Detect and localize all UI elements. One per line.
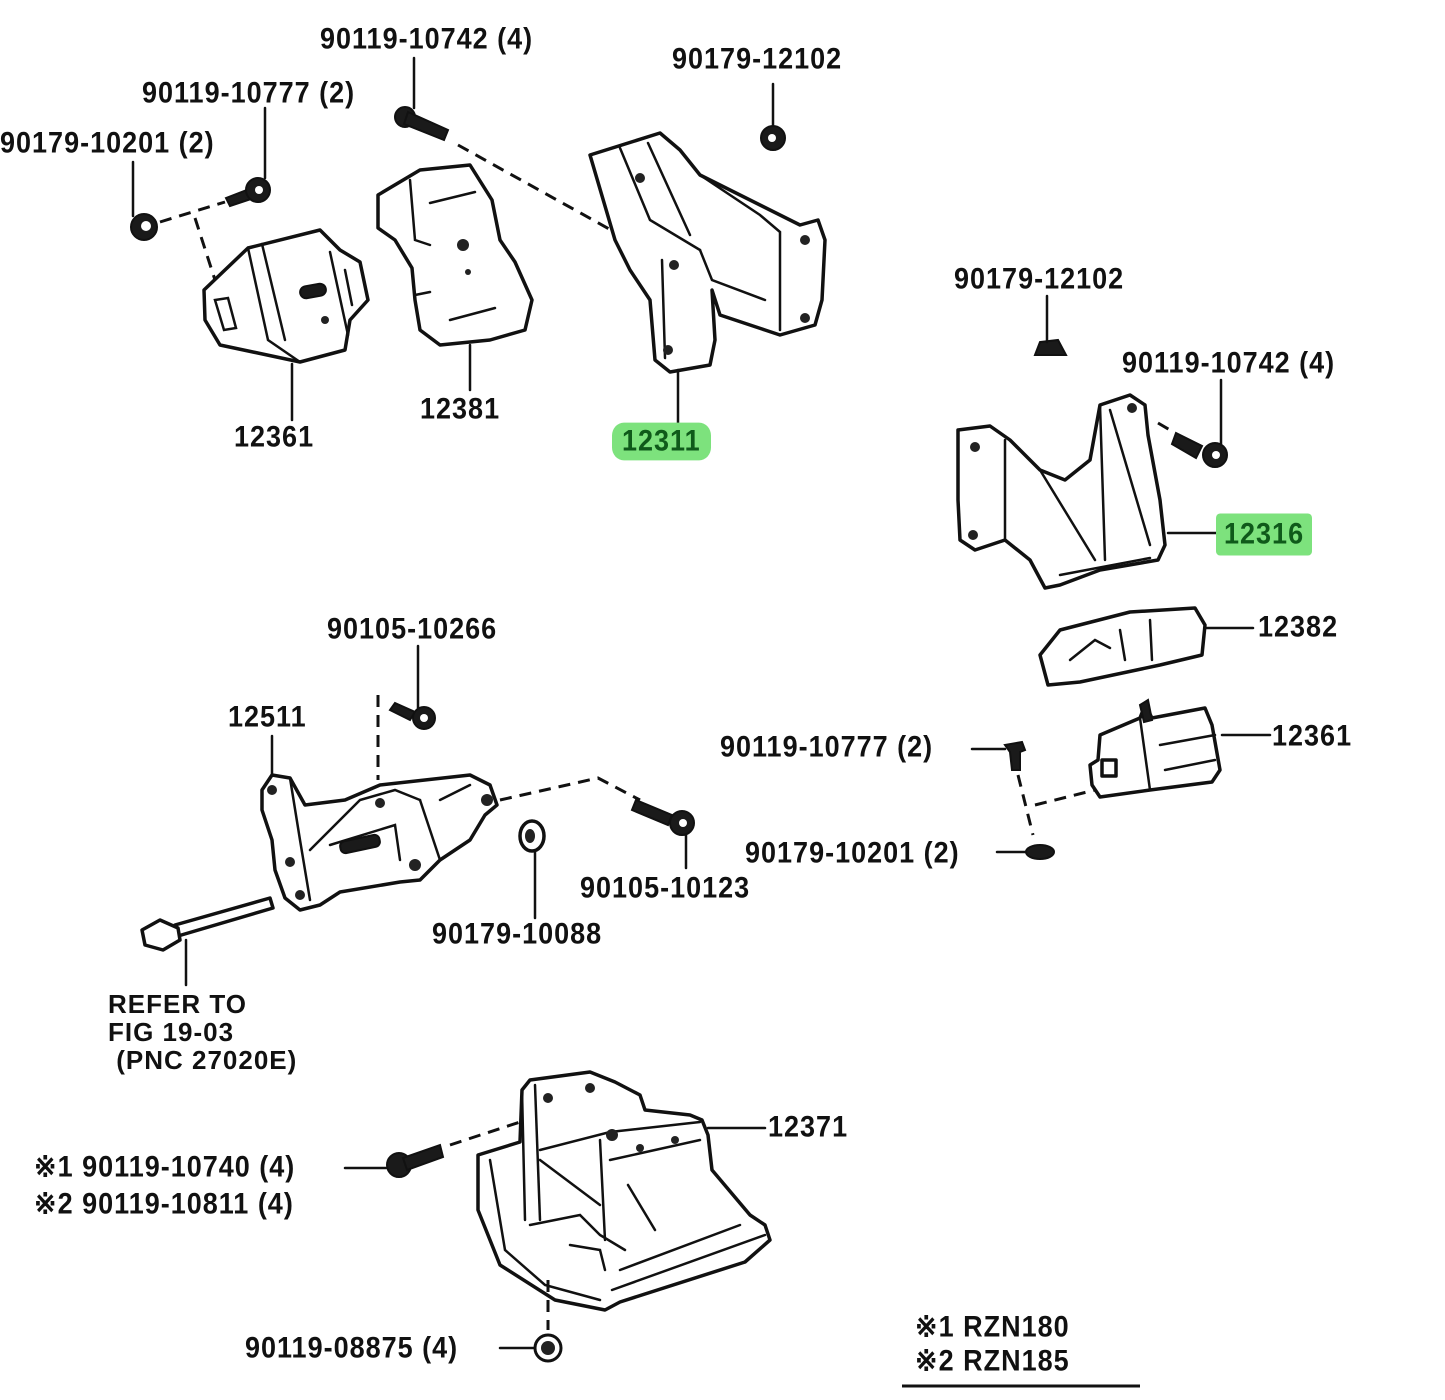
label-bolt-90119-10777-top: 90119-10777 (2)	[142, 76, 356, 110]
label-bolt-90119-10777-right: 90119-10777 (2)	[720, 730, 934, 764]
nut-90179-10201-right-icon	[1025, 844, 1055, 860]
engine-mount-bracket-12511-icon	[260, 773, 499, 912]
legend-mark: ※1	[915, 1310, 955, 1344]
assembly-dashed-line	[1157, 421, 1171, 432]
label-bolt-90119-10742-right: 90119-10742 (4)	[1122, 346, 1336, 380]
legend-model: RZN180	[963, 1310, 1070, 1344]
assembly-dashed-line	[499, 776, 641, 802]
legend-item-1: ※1 RZN180	[915, 1310, 1070, 1344]
label-bolt-90105-10123: 90105-10123	[580, 871, 751, 905]
bolt-90119-10777-top-icon	[224, 177, 271, 208]
label-insulator-12371: 12371	[768, 1110, 849, 1144]
bolt-90105-10123-icon	[630, 798, 695, 836]
legend-mark: ※2	[915, 1344, 955, 1378]
stopper-12382-icon	[1038, 606, 1207, 687]
engine-mount-bracket-12311-icon	[588, 131, 827, 374]
nut-90179-12102-right-icon	[1033, 338, 1068, 356]
label-bracket-12316-highlighted: 12316	[1216, 513, 1313, 556]
assembly-dashed-line	[449, 1120, 521, 1147]
through-bolt-icon	[140, 896, 275, 952]
label-insulator-12361-left: 12361	[234, 420, 315, 454]
label-nut-90179-12102-right: 90179-12102	[954, 262, 1125, 296]
engine-mount-insulator-12371-icon	[476, 1070, 772, 1312]
label-nut-90179-12102-top: 90179-12102	[672, 42, 843, 76]
nut-90179-10201-top-icon	[130, 213, 158, 241]
label-nut-90179-10088: 90179-10088	[432, 917, 603, 951]
nut-90179-12102-top-icon	[760, 125, 786, 151]
refer-to-note: REFER TO FIG 19-03 (PNC 27020E)	[108, 989, 298, 1075]
assembly-dashed-line	[457, 143, 621, 237]
bolt-90119-10777-right-icon	[1003, 740, 1027, 771]
bolt-90105-10266-icon	[388, 701, 436, 730]
stopper-12381-icon	[376, 163, 534, 347]
engine-mount-insulator-12361-left-icon	[202, 228, 370, 364]
label-bolt-90105-10266: 90105-10266	[327, 612, 498, 646]
assembly-dashed-line	[193, 217, 217, 281]
label-stopper-12382: 12382	[1258, 610, 1339, 644]
label-nut-90119-08875: 90119-08875 (4)	[245, 1331, 459, 1365]
assembly-dashed-line	[159, 200, 226, 224]
bolt-90119-10742-top-icon	[394, 106, 450, 142]
assembly-dashed-line	[1034, 788, 1096, 807]
nut-90179-10088-icon	[518, 819, 546, 853]
label-bolt-90119-10742-top: 90119-10742 (4)	[320, 22, 534, 56]
engine-mount-insulator-12361-right-icon	[1088, 698, 1222, 799]
bolt-90119-10742-right-icon	[1170, 431, 1228, 468]
label-bracket-12311-highlighted: 12311	[612, 422, 711, 461]
label-nut-90179-10201-top: 90179-10201 (2)	[0, 126, 215, 160]
label-bolt-90119-10811: ※2 90119-10811 (4)	[34, 1187, 294, 1221]
label-bolt-90119-10740: ※1 90119-10740 (4)	[34, 1150, 296, 1184]
nut-90119-08875-icon	[533, 1333, 563, 1363]
legend-item-2: ※2 RZN185	[915, 1344, 1070, 1378]
engine-mount-bracket-12316-icon	[956, 393, 1167, 590]
label-nut-90179-10201-right: 90179-10201 (2)	[745, 836, 960, 870]
bolt-90119-10740-icon	[386, 1143, 445, 1178]
label-stopper-12381: 12381	[420, 392, 501, 426]
legend-model: RZN185	[963, 1344, 1070, 1378]
assembly-dashed-line	[1016, 774, 1035, 836]
label-bracket-12511: 12511	[228, 700, 307, 734]
label-insulator-12361-right: 12361	[1272, 719, 1353, 753]
